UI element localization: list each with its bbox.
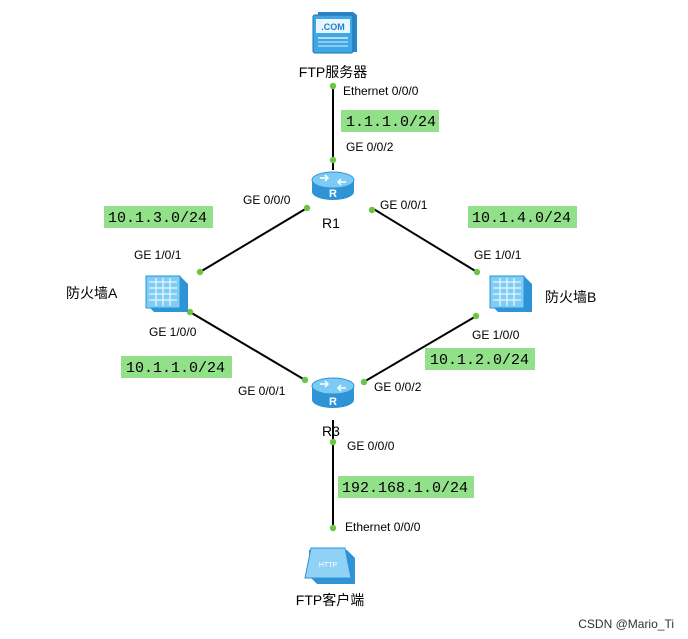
client-icon: HTTP — [304, 547, 355, 584]
port-dot — [196, 268, 204, 276]
port-label: GE 0/0/2 — [346, 140, 394, 154]
firewall-a-label: 防火墙A — [66, 285, 118, 301]
port-dot — [360, 378, 368, 386]
firewall-b-node[interactable]: 防火墙B — [489, 275, 596, 312]
network-label-6: 192.168.1.0/24 — [338, 476, 474, 498]
port-label: GE 1/0/0 — [149, 325, 197, 339]
port-dot — [301, 376, 309, 384]
port-label: GE 1/0/1 — [474, 248, 522, 262]
r1-node[interactable]: R R1 — [311, 171, 355, 231]
router-icon: R — [311, 377, 355, 408]
network-label-3: 10.1.4.0/24 — [468, 206, 577, 228]
router-badge: R — [329, 188, 337, 200]
network-text: 10.1.2.0/24 — [430, 352, 529, 369]
port-dot — [329, 524, 337, 532]
r1-label: R1 — [322, 215, 340, 231]
ftp-client-node[interactable]: HTTP FTP客户端 — [296, 547, 364, 608]
port-label: GE 0/0/1 — [380, 198, 428, 212]
port-dot — [329, 82, 337, 90]
server-badge: .COM — [321, 22, 345, 32]
link-firewall-a-r3 — [189, 311, 306, 381]
port-label: GE 1/0/1 — [134, 248, 182, 262]
firewall-b-label: 防火墙B — [545, 289, 596, 305]
port-labels: Ethernet 0/0/0 GE 0/0/2 GE 0/0/0 GE 0/0/… — [134, 84, 522, 534]
port-label: GE 0/0/2 — [374, 380, 422, 394]
server-icon: .COM — [312, 12, 357, 54]
watermark: CSDN @Mario_Ti — [578, 617, 674, 631]
port-dot — [473, 268, 481, 276]
port-label: GE 1/0/0 — [472, 328, 520, 342]
network-label-1: 1.1.1.0/24 — [341, 110, 439, 132]
port-dots — [186, 82, 481, 532]
network-label-2: 10.1.3.0/24 — [104, 206, 213, 228]
link-firewall-b-r3 — [361, 314, 479, 384]
r3-node[interactable]: R R3 — [311, 377, 355, 439]
network-text: 10.1.4.0/24 — [472, 210, 571, 227]
port-label: GE 0/0/1 — [238, 384, 286, 398]
network-text: 10.1.1.0/24 — [126, 360, 225, 377]
port-dot — [186, 308, 194, 316]
ftp-server-node[interactable]: .COM FTP服务器 — [299, 12, 367, 80]
port-dot — [368, 206, 376, 214]
firewall-a-node[interactable]: 防火墙A — [66, 275, 188, 312]
port-dot — [303, 204, 311, 212]
network-labels: 1.1.1.0/24 10.1.3.0/24 10.1.4.0/24 10.1.… — [104, 110, 577, 498]
firewall-icon — [489, 275, 532, 312]
client-badge: HTTP — [319, 562, 338, 569]
router-icon: R — [311, 171, 355, 200]
firewall-icon — [145, 275, 188, 312]
link-r1-firewall-b — [371, 207, 478, 273]
link-r1-firewall-a — [199, 207, 308, 273]
port-label: Ethernet 0/0/0 — [345, 520, 421, 534]
network-label-5: 10.1.2.0/24 — [425, 348, 535, 370]
network-label-4: 10.1.1.0/24 — [121, 356, 232, 378]
router-badge: R — [329, 396, 337, 408]
network-text: 1.1.1.0/24 — [346, 114, 436, 131]
port-dot — [472, 312, 480, 320]
links — [189, 86, 479, 530]
port-label: GE 0/0/0 — [347, 439, 395, 453]
ftp-server-label: FTP服务器 — [299, 64, 367, 80]
port-dot — [329, 438, 337, 446]
ftp-client-label: FTP客户端 — [296, 592, 364, 608]
r3-label: R3 — [322, 423, 340, 439]
network-text: 192.168.1.0/24 — [342, 480, 468, 497]
port-dot — [329, 156, 337, 164]
port-label: Ethernet 0/0/0 — [343, 84, 419, 98]
port-label: GE 0/0/0 — [243, 193, 291, 207]
network-text: 10.1.3.0/24 — [108, 210, 207, 227]
